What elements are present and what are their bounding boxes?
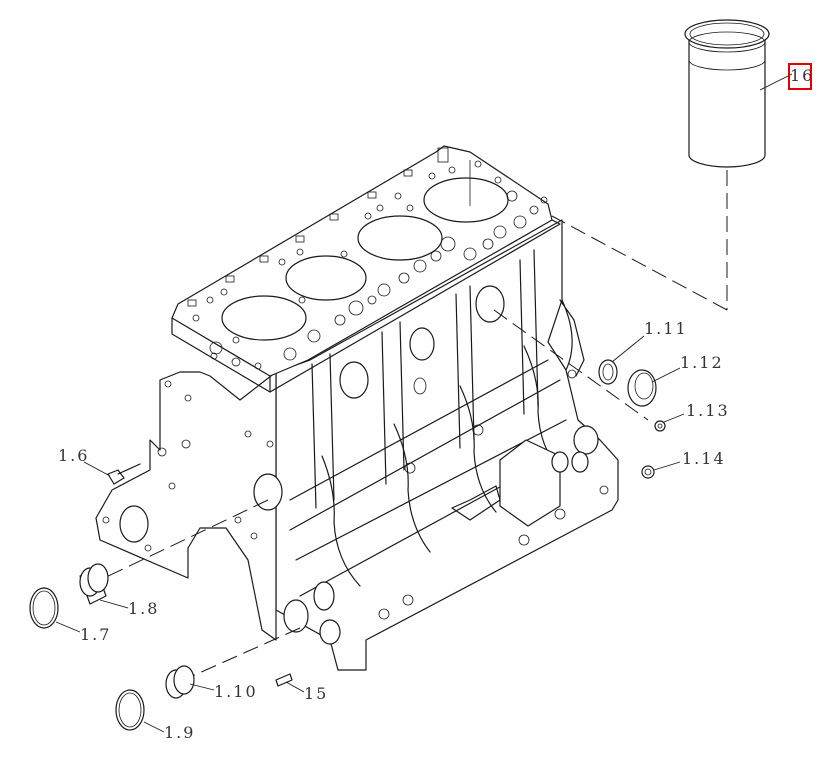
highlight-box bbox=[788, 63, 812, 90]
cylinder-liner[interactable] bbox=[684, 19, 770, 168]
label-16: 16 bbox=[790, 66, 814, 85]
label-1-14: 1.14 bbox=[682, 449, 726, 468]
label-1-13: 1.13 bbox=[686, 401, 730, 420]
label-1-7: 1.7 bbox=[80, 625, 111, 644]
label-1-9: 1.9 bbox=[164, 723, 195, 742]
bushing-1-10[interactable] bbox=[165, 665, 195, 699]
leader-lines bbox=[55, 335, 685, 733]
cylinder-block[interactable] bbox=[95, 145, 619, 671]
label-1-11: 1.11 bbox=[644, 319, 688, 338]
ring-1-7[interactable] bbox=[29, 587, 59, 629]
seal-ring-1-12[interactable] bbox=[627, 369, 657, 407]
nut-1-14[interactable] bbox=[641, 465, 655, 479]
seal-ring-1-11[interactable] bbox=[598, 359, 618, 385]
bushing-1-8[interactable] bbox=[79, 563, 109, 605]
dowel-pin-15[interactable] bbox=[275, 673, 293, 687]
nut-1-13[interactable] bbox=[654, 420, 666, 432]
label-1-10: 1.10 bbox=[214, 682, 258, 701]
label-15: 15 bbox=[304, 684, 328, 703]
label-1-8: 1.8 bbox=[128, 599, 159, 618]
ring-1-9[interactable] bbox=[115, 689, 145, 731]
label-1-6: 1.6 bbox=[58, 446, 89, 465]
label-1-12: 1.12 bbox=[680, 353, 724, 372]
bolt-1-6[interactable] bbox=[107, 463, 141, 485]
